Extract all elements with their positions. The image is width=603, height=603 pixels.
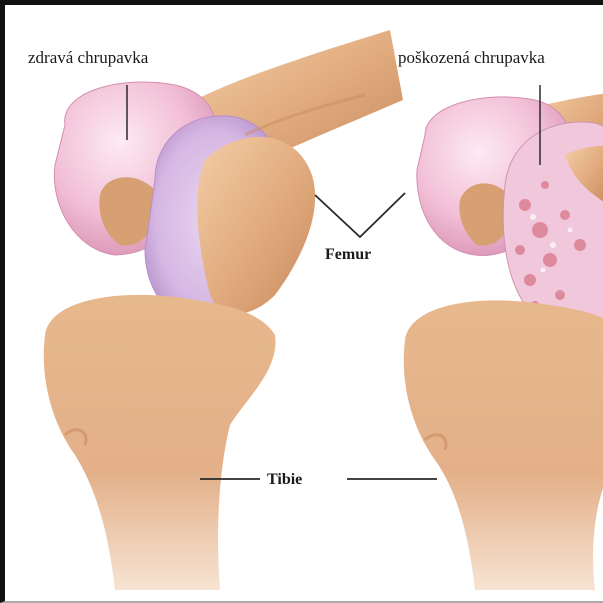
damaged-knee [404,85,603,590]
healthy-knee [44,30,403,590]
damaged-cartilage-label: poškozená chrupavka [398,49,545,66]
healthy-cartilage-label: zdravá chrupavka [28,49,148,66]
damaged-tibia [404,300,603,590]
healthy-tibia [44,295,276,590]
tibia-label: Tibie [267,472,302,488]
femur-pointer [315,193,405,237]
knee-joint-comparison-illustration [5,5,603,603]
femur-label: Femur [325,247,371,263]
